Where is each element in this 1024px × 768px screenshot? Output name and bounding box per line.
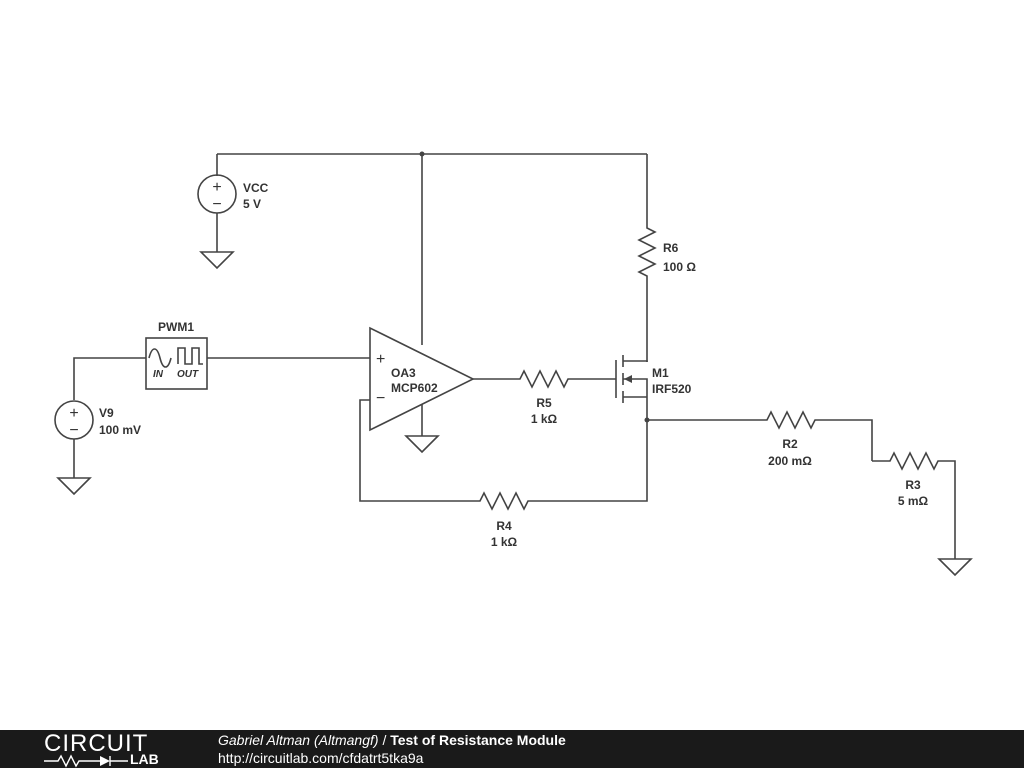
svg-text:−: − [69, 422, 78, 439]
vcc-source[interactable]: + − [197, 174, 237, 270]
v9-source[interactable]: + − [54, 400, 94, 496]
m1-name-label: M1 [652, 366, 669, 380]
author-name[interactable]: Gabriel Altman (Altmangf) [218, 732, 379, 748]
square-wave-icon [177, 347, 203, 365]
resistor-diode-icon [44, 754, 128, 768]
r5-resistor[interactable] [473, 369, 616, 389]
vcc-name-label: VCC [243, 181, 269, 195]
svg-text:+: + [212, 179, 221, 196]
pwm1-block[interactable] [145, 337, 208, 390]
oa3-name-label: OA3 [391, 366, 416, 380]
svg-text:+: + [69, 405, 78, 422]
circuitlab-logo[interactable]: CIRCUIT LAB [44, 730, 174, 768]
r5-value-label: 1 kΩ [531, 412, 558, 426]
r6-value-label: 100 Ω [663, 260, 696, 274]
r2-value-label: 200 mΩ [768, 454, 812, 468]
r3-name-label: R3 [905, 478, 921, 492]
oa3-minus-label: − [376, 390, 385, 407]
pwm1-name-label: PWM1 [158, 320, 194, 334]
footer-bar: CIRCUIT LAB Gabriel Altman (Altmangf) / … [0, 730, 1024, 768]
title-separator: / [382, 732, 387, 748]
circuit-title[interactable]: Test of Resistance Module [390, 732, 566, 748]
oa3-opamp[interactable] [369, 326, 475, 454]
vcc-value-label: 5 V [243, 197, 261, 211]
svg-text:−: − [212, 196, 221, 213]
brand-lab-text: LAB [130, 751, 159, 767]
r5-name-label: R5 [536, 396, 552, 410]
r2-resistor[interactable] [647, 410, 873, 461]
top-rail-wire [216, 151, 647, 176]
r3-resistor[interactable] [872, 451, 973, 577]
pwm1-out-label: OUT [177, 369, 199, 380]
brand-circuit-text: CIRCUIT [44, 730, 149, 757]
v9-to-pwm-wire [73, 357, 146, 400]
r4-name-label: R4 [496, 519, 512, 533]
circuit-schematic: + − VCC 5 V R6 100 Ω + − V9 100 mV IN OU… [54, 151, 973, 577]
r6-name-label: R6 [663, 241, 679, 255]
r6-resistor[interactable] [637, 154, 657, 362]
pwm1-in-label: IN [153, 369, 164, 380]
v9-value-label: 100 mV [99, 423, 141, 437]
r4-value-label: 1 kΩ [491, 535, 518, 549]
circuit-url[interactable]: http://circuitlab.com/cfdatrt5tka9a [218, 750, 424, 766]
circuit-meta: Gabriel Altman (Altmangf) / Test of Resi… [218, 731, 566, 767]
r2-name-label: R2 [782, 437, 798, 451]
m1-part-label: IRF520 [652, 382, 692, 396]
v9-name-label: V9 [99, 406, 114, 420]
sine-wave-icon [148, 348, 172, 368]
oa3-part-label: MCP602 [391, 381, 438, 395]
r4-resistor[interactable] [359, 399, 648, 511]
oa3-plus-label: + [376, 351, 385, 368]
m1-mosfet[interactable] [615, 355, 648, 420]
r3-value-label: 5 mΩ [898, 494, 929, 508]
